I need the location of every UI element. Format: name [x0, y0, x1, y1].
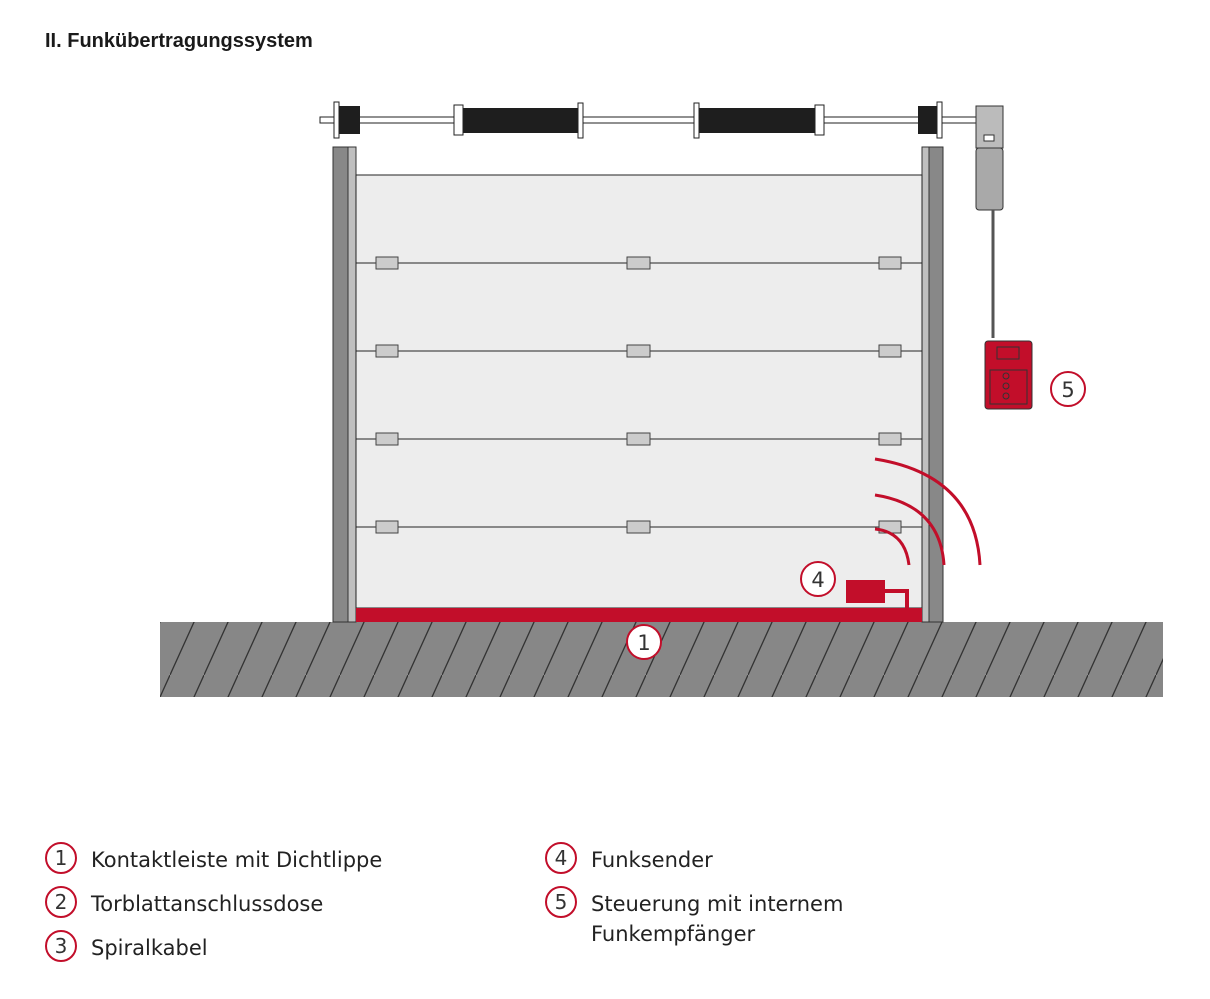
- legend-number: 5: [545, 886, 577, 918]
- callout-5: 5: [1050, 371, 1086, 407]
- page-title: II. Funkübertragungssystem: [45, 30, 313, 52]
- control-box: [984, 340, 1033, 410]
- legend-number: 1: [45, 842, 77, 874]
- legend-number: 3: [45, 930, 77, 962]
- legend-label: Steuerung mit internem Funkempfänger: [591, 892, 844, 946]
- svg-text:4: 4: [811, 568, 824, 592]
- legend-item-2: 2 Torblattanschlussdose: [45, 886, 324, 919]
- floor: [160, 622, 1163, 697]
- legend-item-3: 3 Spiralkabel: [45, 930, 208, 963]
- contact-strip: [356, 608, 922, 622]
- legend-label: Funksender: [591, 848, 713, 872]
- radio-transmitter: [846, 580, 909, 608]
- legend-item-4: 4 Funksender: [545, 842, 713, 875]
- drive-motor: [975, 105, 1004, 338]
- legend-label: Spiralkabel: [91, 936, 208, 960]
- callout-1: 1: [626, 624, 662, 660]
- svg-text:1: 1: [637, 631, 650, 655]
- radio-waves-icon: [874, 457, 982, 566]
- legend-label: Torblattanschlussdose: [91, 892, 324, 916]
- legend-item-5: 5 Steuerung mit internem Funkempfänger: [545, 886, 844, 949]
- torsion-shaft: [319, 101, 981, 139]
- svg-text:5: 5: [1061, 378, 1074, 402]
- legend-item-1: 1 Kontaktleiste mit Dichtlippe: [45, 842, 383, 875]
- callout-4: 4: [800, 561, 836, 597]
- door-leaf: [355, 174, 923, 609]
- legend-label: Kontaktleiste mit Dichtlippe: [91, 848, 383, 872]
- legend-number: 4: [545, 842, 577, 874]
- door-frame: [332, 146, 944, 623]
- legend-number: 2: [45, 886, 77, 918]
